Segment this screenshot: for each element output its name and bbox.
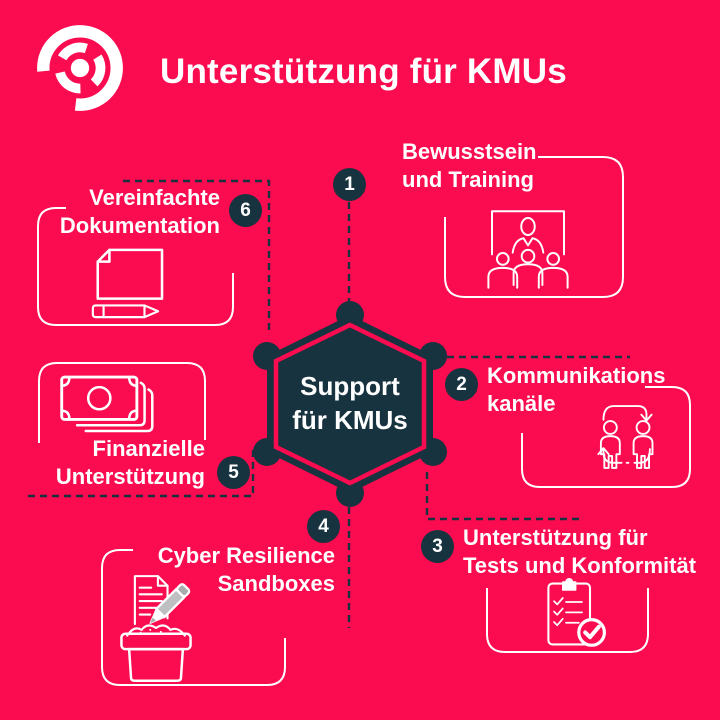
center-label-line2: für KMUs [292,405,408,435]
badge-6-number: 6 [240,199,251,221]
center-hexagon-label: Support für KMUs [258,369,442,437]
label-item4-line2: Sandboxes [217,571,335,596]
badge-4-number: 4 [318,515,329,537]
center-hexagon [253,301,447,507]
label-item2: Kommunikations kanäle [487,362,665,418]
label-item6-line2: Dokumentation [59,213,220,238]
badge-6: 6 [229,194,262,227]
center-label-line1: Support [300,371,400,401]
badge-5-number: 5 [228,461,239,483]
badge-5: 5 [217,456,250,489]
badge-2: 2 [445,368,478,401]
label-item1-line1: Bewusstsein [402,139,537,164]
label-item2-line1: Kommunikations [487,363,666,388]
banknotes-icon [54,372,160,436]
badge-3-number: 3 [432,535,443,557]
label-item4-line1: Cyber Resilience [157,543,335,568]
badge-1: 1 [333,168,366,201]
badge-2-number: 2 [456,373,467,395]
label-item2-line2: kanäle [487,391,556,416]
label-item5-line2: Unterstützung [55,464,205,489]
label-item3-line1: Unterstützung für [463,525,648,550]
badge-1-number: 1 [344,173,355,195]
badge-3: 3 [421,530,454,563]
label-item4: Cyber Resilience Sandboxes [95,542,335,598]
label-item5-line1: Finanzielle [92,436,205,461]
training-presentation-icon [483,203,573,295]
page-title: Unterstützung für KMUs [160,52,567,91]
label-item1-line2: und Training [402,167,534,192]
badge-4: 4 [307,510,340,543]
label-item1: Bewusstsein und Training [402,138,537,194]
label-item5: Finanzielle Unterstützung [0,435,205,491]
label-item6-line1: Vereinfachte [89,185,220,210]
document-pencil-icon [76,246,174,322]
label-item6: Vereinfachte Dokumentation [0,184,220,240]
shutter-logo-icon [37,25,123,111]
label-item3-line2: Tests und Konformität [463,553,697,578]
compliance-checklist-icon [534,574,614,654]
label-item3: Unterstützung für Tests und Konformität [463,524,696,580]
